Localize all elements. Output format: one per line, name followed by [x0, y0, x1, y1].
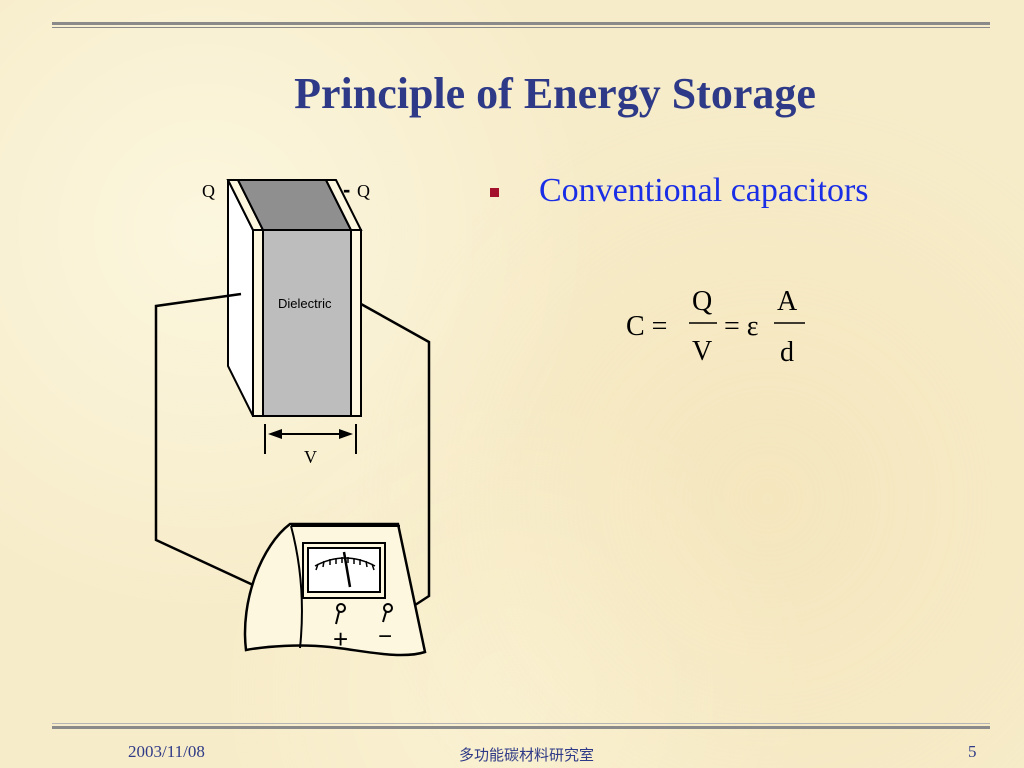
charge-positive-label: Q: [202, 181, 215, 201]
slide-title: Principle of Energy Storage: [294, 69, 816, 118]
right-plate-top: [324, 179, 363, 231]
footer-organization: 多功能碳材料研究室: [459, 746, 595, 764]
meter-plus-label: +: [333, 624, 348, 654]
voltage-label: V: [304, 447, 317, 467]
bullet-square-icon: [490, 187, 499, 197]
formula-a: A: [777, 286, 798, 317]
bullet-item: Conventional capacitors: [490, 172, 869, 210]
voltmeter: [243, 522, 427, 657]
charge-negative-sign: -: [343, 177, 350, 202]
charge-negative-label: Q: [357, 181, 370, 201]
top-rule: [52, 22, 990, 28]
right-plate-front: [350, 229, 362, 417]
footer-page-number: 5: [968, 742, 977, 761]
left-plate-front: [252, 229, 264, 417]
capacitance-formula: C = Q V = ε A d: [626, 286, 805, 368]
formula-eq2: = ε: [724, 311, 759, 342]
meter-needle: [342, 551, 352, 588]
footer-date: 2003/11/08: [128, 742, 205, 761]
meter-minus-label: −: [378, 623, 392, 650]
formula-v: V: [692, 336, 712, 367]
bullet-text: Conventional capacitors: [539, 172, 869, 209]
formula-d: d: [780, 337, 794, 368]
voltage-indicator: [264, 424, 357, 454]
dielectric-front: [262, 229, 352, 417]
dielectric-label: Dielectric: [278, 296, 332, 311]
formula-lhs: C =: [626, 311, 667, 342]
bottom-rule: [52, 723, 990, 729]
formula-q: Q: [692, 286, 712, 317]
